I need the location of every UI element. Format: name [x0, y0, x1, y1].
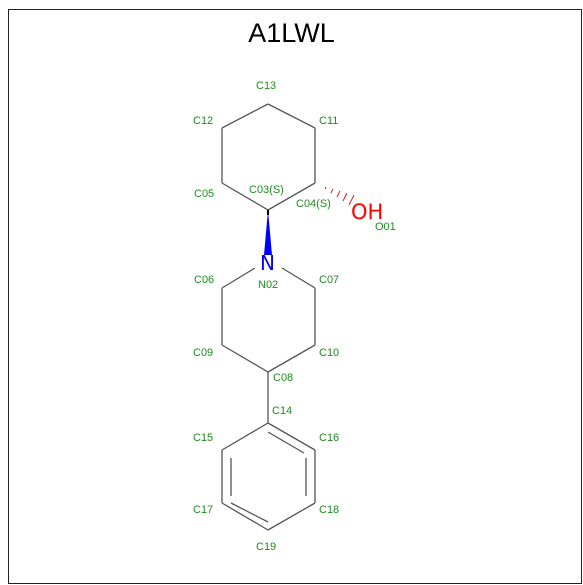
label-c18: C18 [319, 504, 339, 516]
label-c11: C11 [319, 115, 338, 127]
hashed-bond-c04-o01 [324, 186, 355, 206]
bond-c14-c15 [221, 422, 269, 451]
bond-c03-c04 [267, 182, 316, 211]
label-c08: C08 [273, 372, 293, 384]
label-c15: C15 [193, 432, 213, 444]
label-c06: C06 [194, 274, 214, 286]
molecule-title: A1LWL [248, 18, 335, 48]
label-c04: C04(S) [296, 198, 331, 210]
label-c17: C17 [193, 504, 213, 516]
bond-c17-c19 [221, 502, 269, 531]
bond-c13-c12 [221, 103, 269, 129]
label-c13: C13 [256, 80, 276, 92]
label-c16: C16 [319, 432, 339, 444]
diagram-frame [8, 9, 582, 584]
bond-n02-c07 [281, 267, 316, 289]
label-c09: C09 [193, 347, 213, 359]
label-c03: C03(S) [249, 184, 284, 196]
atom-labels: C13 C12 C11 C05 C03(S) C04(S) O01 N02 C0… [193, 80, 396, 553]
label-c05: C05 [194, 188, 214, 200]
bond-c05-c03 [221, 182, 269, 211]
bond-c10-c08 [267, 344, 316, 373]
bond-c14-c16 [267, 422, 316, 451]
label-c12: C12 [193, 115, 213, 127]
label-o01: O01 [375, 221, 396, 233]
nitrogen-symbol: N [260, 251, 275, 275]
oxygen-symbol: OH [351, 200, 383, 224]
bond-c18-c19 [267, 502, 316, 531]
label-c19: C19 [256, 541, 276, 553]
aromatic-inner-c14-c16 [267, 431, 305, 454]
label-c07: C07 [319, 274, 339, 286]
bond-c09-c08 [221, 344, 269, 373]
label-c10: C10 [319, 347, 339, 359]
bond-n02-c06 [221, 267, 256, 289]
label-c14: C14 [272, 405, 292, 417]
bond-c13-c11 [267, 103, 316, 129]
label-n02: N02 [258, 279, 278, 291]
bonds [221, 103, 316, 531]
wedge-bond-c03-n02 [264, 210, 272, 255]
aromatic-inner-c17-c19 [230, 502, 269, 523]
